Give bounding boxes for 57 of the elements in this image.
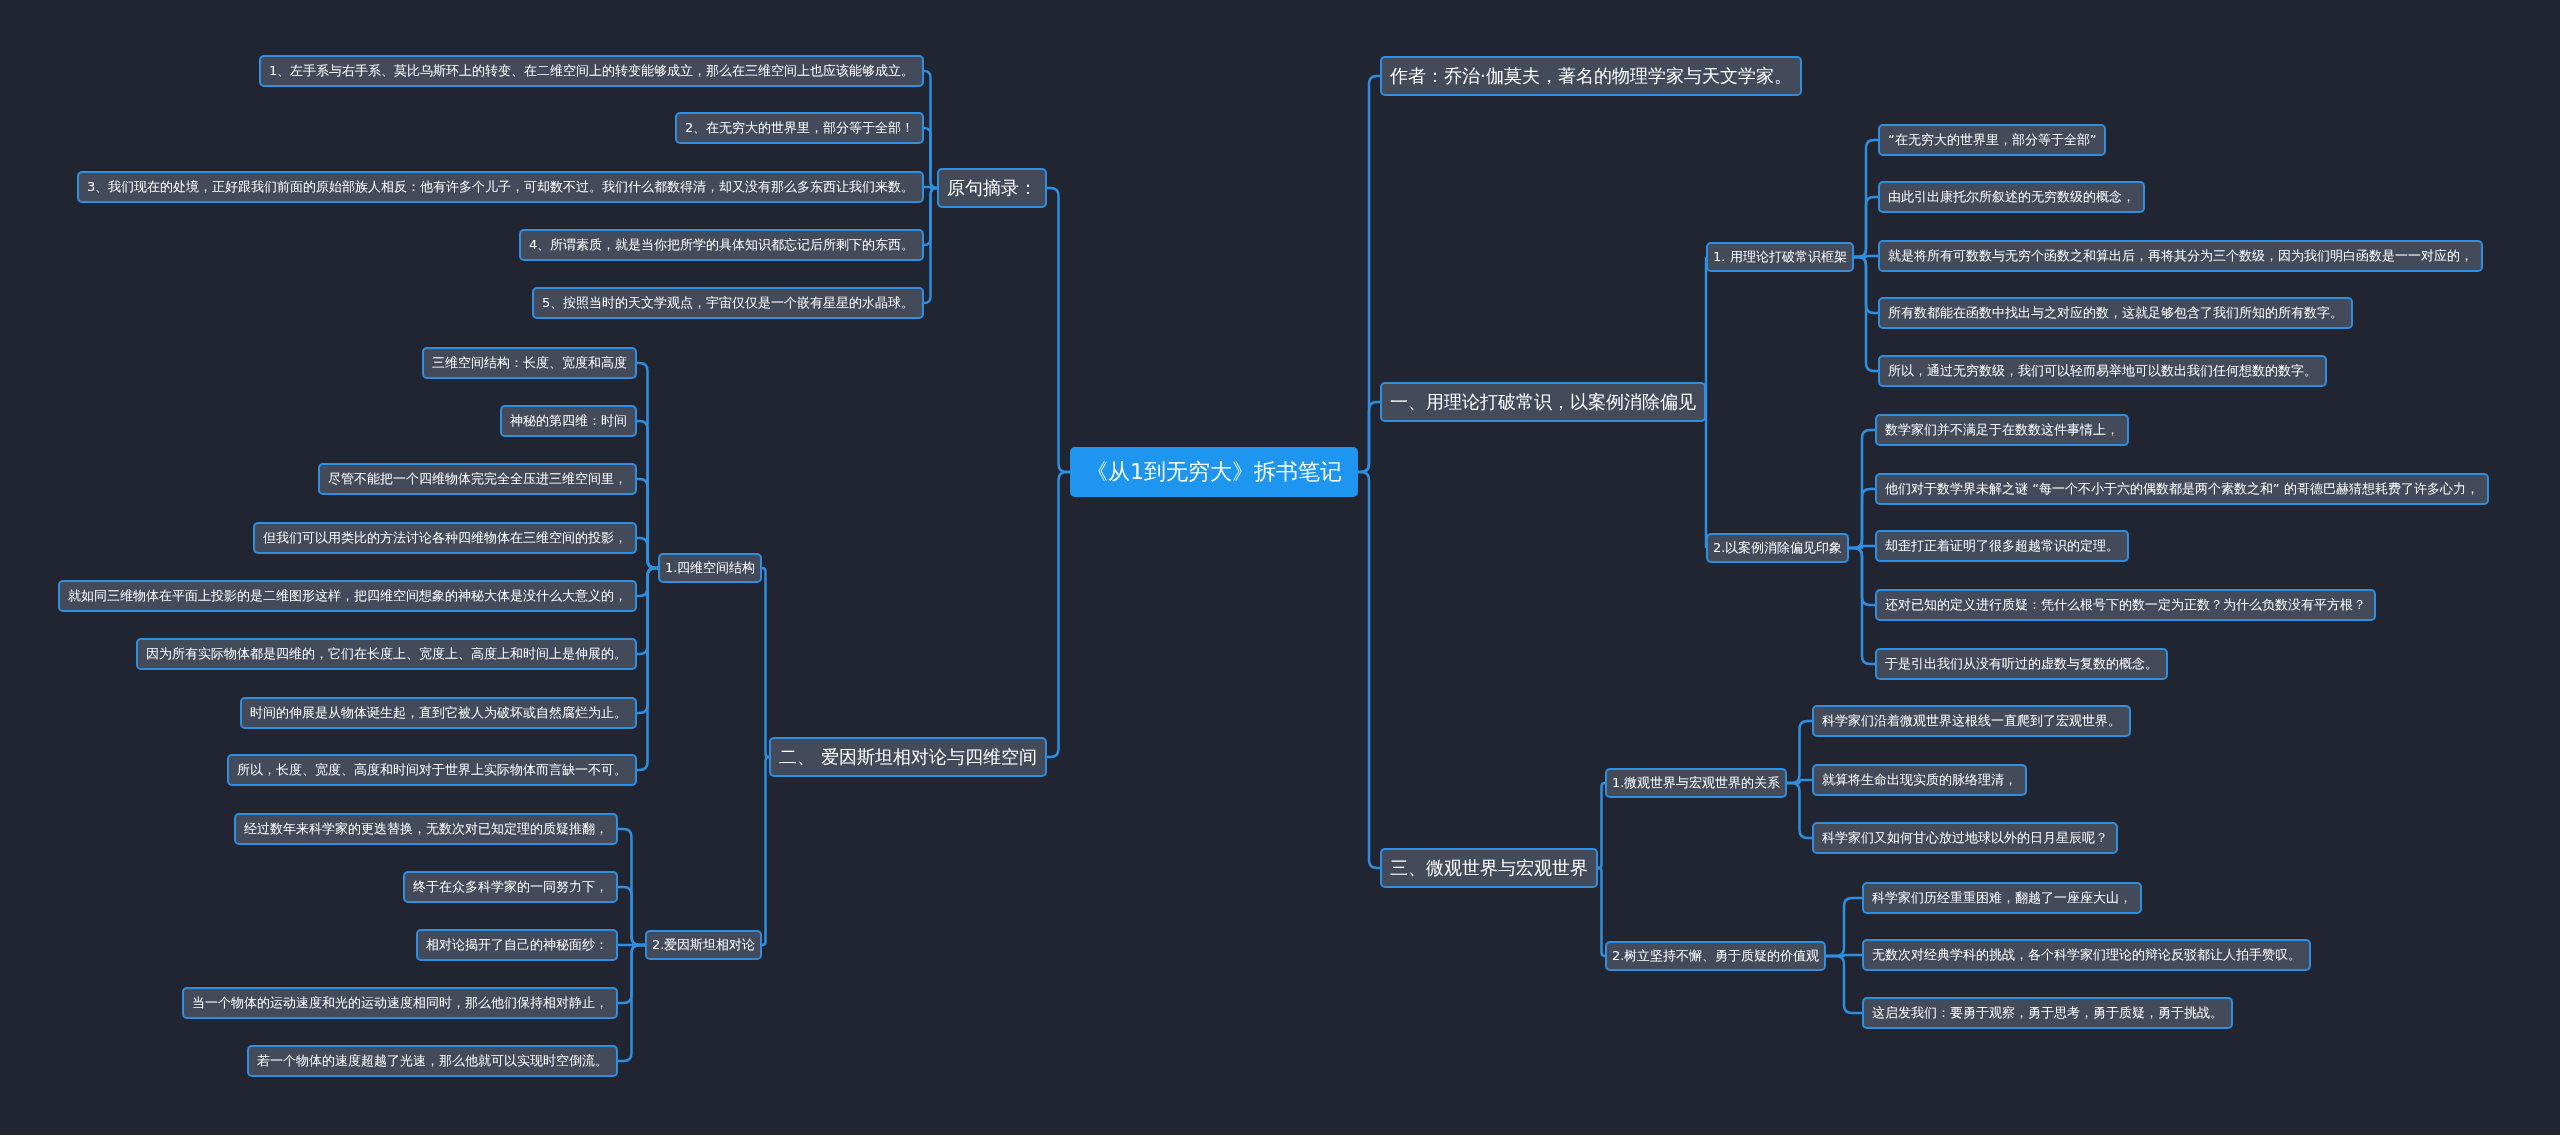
note-box: 但我们可以用类比的方法讨论各种四维物体在三维空间的投影， (253, 522, 637, 554)
note-box: “在无穷大的世界里，部分等于全部” (1878, 124, 2107, 156)
note-box: 1、左手系与右手系、莫比乌斯环上的转变、在二维空间上的转变能够成立，那么在三维空间上也应该能够成立。 (259, 55, 925, 87)
connector-line (1704, 400, 1708, 550)
note-box: 5、按照当时的天文学观点，宇宙仅仅是一个嵌有星星的水晶球。 (532, 287, 925, 319)
connector-line (1358, 470, 1380, 870)
connector-line (637, 566, 658, 772)
connector-line (1854, 255, 1878, 373)
note-box: 就如同三维物体在平面上投影的是二维图形这样，把四维空间想象的神秘大体是没什么大意义的， (58, 580, 637, 612)
branch-topic: 二、 爱因斯坦相对论与四维空间 (769, 737, 1047, 777)
note-box: 科学家们沿着微观世界这根线一直爬到了宏观世界。 (1812, 705, 2131, 737)
note-box: 就算将生命出现实质的脉络理清， (1812, 764, 2027, 796)
note-box: 4、所谓素质，就是当你把所学的具体知识都忘记后所剩下的东西。 (519, 229, 925, 261)
note-box: 3、我们现在的处境，正好跟我们前面的原始部族人相反：他有许多个儿子，可却数不过。我们什么都数得清，却又没有那么多东西让我们来数。 (77, 171, 925, 203)
note-box: 当一个物体的运动速度和光的运动速度相同时，那么他们保持相对静止， (182, 987, 618, 1019)
note-box: 终于在众多科学家的一同努力下， (403, 871, 618, 903)
subtopic-box: 1. 用理论打破常识框架 (1706, 242, 1854, 272)
note-box: 尽管不能把一个四维物体完完全全压进三维空间里， (318, 463, 637, 495)
branch-topic: 三、微观世界与宏观世界 (1380, 848, 1598, 888)
connector-line (1596, 866, 1607, 958)
note-box: 就是将所有可数数与无穷个函数之和算出后，再将其分为三个数级，因为我们明白函数是一一对应的， (1878, 240, 2483, 272)
note-box: 若一个物体的速度超越了光速，那么他就可以实现时空倒流。 (247, 1045, 618, 1077)
connector-line (1047, 470, 1070, 759)
note-box: 所以，通过无穷数级，我们可以轻而易举地可以数出我们任何想数的数字。 (1878, 355, 2327, 387)
note-box: 这启发我们：要勇于观察，勇于思考，勇于质疑，勇于挑战。 (1862, 997, 2233, 1029)
subtopic-box: 1.微观世界与宏观世界的关系 (1605, 768, 1788, 798)
note-box: 相对论揭开了自己的神秘面纱： (416, 929, 618, 961)
branch-topic: 原句摘录： (937, 168, 1047, 208)
note-box: 数学家们并不满足于在数数这件事情上， (1875, 414, 2129, 446)
note-box: 他们对于数学界未解之谜 “每一个不小于六的偶数都是两个素数之和” 的哥德巴赫猜想耗费了许多心力， (1875, 473, 2489, 505)
branch-topic: 一、用理论打破常识，以案例消除偏见 (1380, 382, 1706, 422)
connector-line (1826, 954, 1862, 1015)
connector-line (1596, 781, 1607, 870)
note-box: 无数次对经典学科的挑战，各个科学家们理论的辩论反驳都让人拍手赞叹。 (1862, 939, 2311, 971)
note-box: 时间的伸展是从物体诞生起，直到它被人为破坏或自然腐烂为止。 (240, 697, 637, 729)
note-box: 神秘的第四维：时间 (500, 405, 637, 437)
subtopic-box: 2.以案例消除偏见印象 (1706, 533, 1850, 563)
note-box: 却歪打正着证明了很多超越常识的定理。 (1875, 530, 2129, 562)
note-box: 还对已知的定义进行质疑：凭什么根号下的数一定为正数？为什么负数没有平方根？ (1875, 589, 2376, 621)
note-box: 科学家们历经重重困难，翻越了一座座大山， (1862, 882, 2142, 914)
central-topic: 《从1到无穷大》拆书笔记 (1070, 447, 1358, 497)
branch-topic: 作者：乔治·伽莫夫，著名的物理学家与天文学家。 (1380, 56, 1802, 96)
connector-line (1704, 255, 1708, 404)
note-box: 由此引出康托尔所叙述的无穷数级的概念， (1878, 181, 2145, 213)
subtopic-box: 1.四维空间结构 (658, 553, 763, 583)
note-box: 经过数年来科学家的更迭替换，无数次对已知定理的质疑推翻， (234, 813, 618, 845)
note-box: 于是引出我们从没有听过的虚数与复数的概念。 (1875, 648, 2168, 680)
connector-line (1787, 781, 1812, 840)
subtopic-box: 2.爱因斯坦相对论 (645, 930, 763, 960)
note-box: 2、在无穷大的世界里，部分等于全部！ (675, 112, 925, 144)
connector-line (1849, 546, 1875, 666)
note-box: 科学家们又如何甘心放过地球以外的日月星辰呢？ (1812, 822, 2118, 854)
note-box: 所以，长度、宽度、高度和时间对于世界上实际物体而言缺一不可。 (227, 754, 637, 786)
note-box: 三维空间结构：长度、宽度和高度 (422, 347, 637, 379)
subtopic-box: 2.树立坚持不懈、勇于质疑的价值观 (1605, 941, 1827, 971)
note-box: 所有数都能在函数中找出与之对应的数，这就足够包含了我们所知的所有数字。 (1878, 297, 2353, 329)
note-box: 因为所有实际物体都是四维的，它们在长度上、宽度上、高度上和时间上是伸展的。 (136, 638, 637, 670)
